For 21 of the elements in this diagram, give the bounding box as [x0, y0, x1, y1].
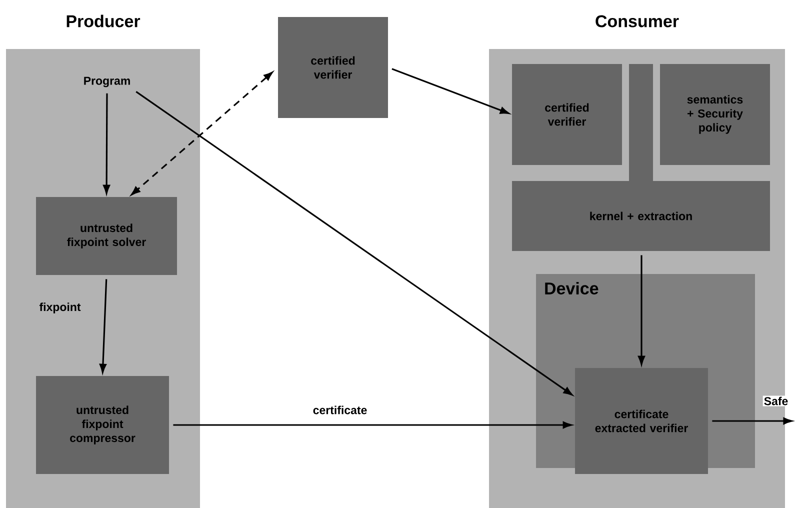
process-box: certified verifier: [278, 17, 388, 118]
connector-bar: [629, 64, 653, 182]
process-box: certificate extracted verifier: [575, 368, 708, 474]
arrow: [392, 68, 510, 114]
process-box: kernel + extraction: [512, 181, 770, 251]
node-label: Producer: [66, 14, 140, 28]
arrow: [131, 72, 273, 196]
arrow: [136, 91, 573, 396]
arrow: [99, 279, 108, 373]
process-box: untrusted fixpoint solver: [36, 197, 177, 275]
arrow: [638, 255, 645, 365]
edge-label: certificate: [312, 404, 368, 416]
arrow: [173, 422, 572, 428]
node-label: Consumer: [596, 15, 679, 28]
process-box: certified verifier: [512, 64, 622, 165]
node-label: Program: [84, 76, 130, 88]
process-box: semantics + Security policy: [660, 64, 770, 165]
edge-label: fixpoint: [38, 302, 82, 314]
arrow: [712, 418, 792, 424]
arrow: [103, 93, 110, 194]
process-box: untrusted fixpoint compressor: [36, 376, 169, 474]
